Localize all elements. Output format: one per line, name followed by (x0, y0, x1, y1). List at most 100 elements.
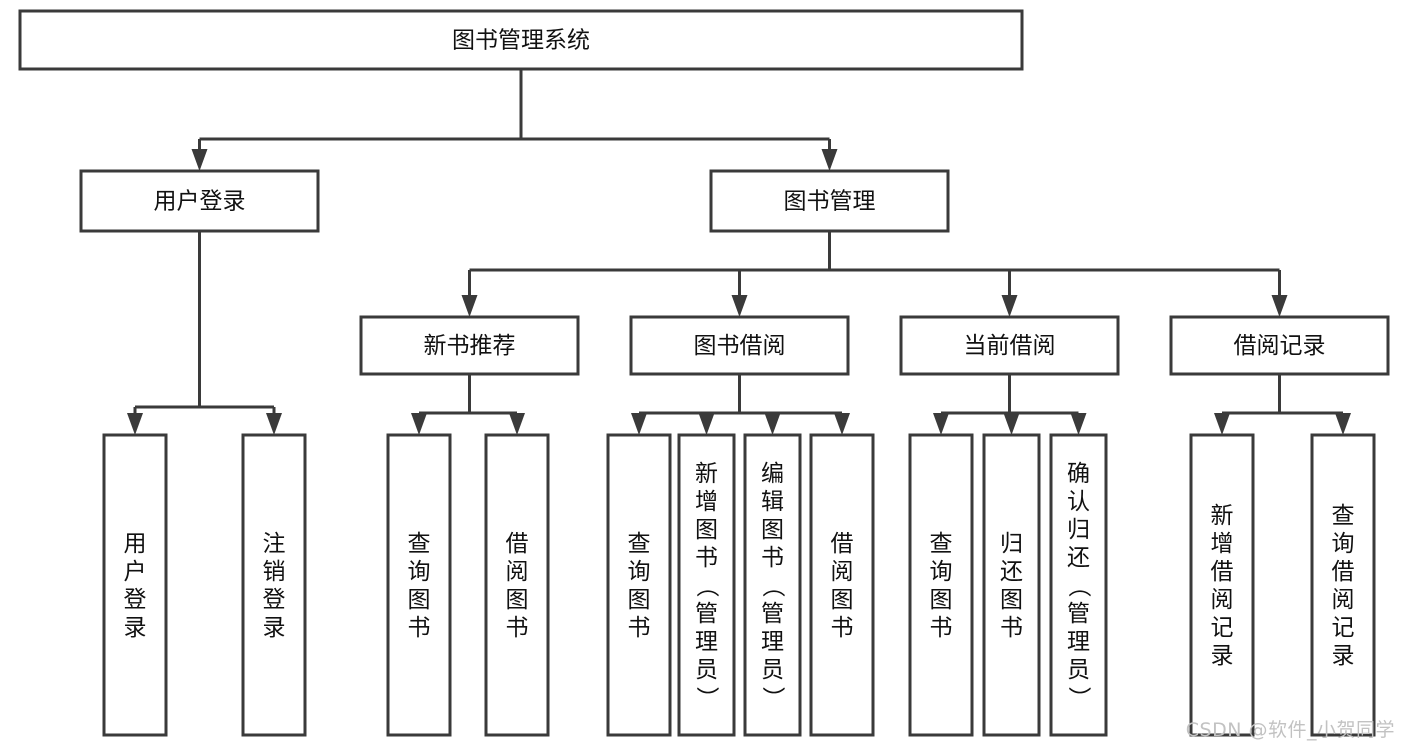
arrow-head-icon-leaf-add-book (698, 413, 715, 435)
node-leaf-user-login[interactable]: 用户登录 (102, 433, 168, 737)
node-root[interactable]: 图书管理系统 (18, 9, 1024, 71)
node-book-borrow[interactable]: 图书借阅 (629, 315, 850, 376)
svg-text:查: 查 (408, 531, 431, 557)
svg-text:员: 员 (1067, 657, 1090, 683)
node-label-user-login: 用户登录 (154, 189, 246, 215)
arrow-head-icon-leaf-logout (266, 413, 282, 435)
svg-text:员: 员 (695, 657, 718, 683)
svg-text:员: 员 (761, 657, 784, 683)
arrow-head-icon-leaf-query-book-current (933, 413, 949, 435)
svg-text:书: 书 (628, 615, 651, 641)
svg-text:查: 查 (1332, 503, 1355, 529)
node-box-new-book-recommend (359, 315, 580, 376)
svg-text:查: 查 (930, 531, 953, 557)
svg-text:）: ） (694, 686, 720, 709)
arrow-head-icon-leaf-borrow-book-rec (509, 413, 525, 435)
svg-text:还: 还 (1067, 545, 1090, 571)
svg-text:借: 借 (1332, 559, 1355, 585)
node-box-leaf-user-login (102, 433, 168, 737)
node-book-management[interactable]: 图书管理 (709, 169, 950, 233)
arrow-head-icon-leaf-return-book (1003, 413, 1020, 435)
node-new-book-recommend[interactable]: 新书推荐 (359, 315, 580, 376)
node-label-current-borrow: 当前借阅 (964, 333, 1056, 359)
node-box-leaf-query-book-current (908, 433, 974, 737)
svg-text:辑: 辑 (761, 489, 784, 515)
node-label-book-borrow: 图书借阅 (694, 333, 786, 359)
svg-text:理: 理 (1067, 629, 1090, 655)
node-label-root: 图书管理系统 (452, 28, 590, 54)
svg-text:图: 图 (506, 587, 529, 613)
arrow-head-icon-leaf-add-record (1214, 413, 1230, 435)
svg-text:询: 询 (1332, 531, 1355, 557)
arrow-head-icon-leaf-query-record (1335, 413, 1351, 435)
svg-text:管: 管 (695, 601, 718, 627)
node-box-leaf-add-record (1189, 433, 1255, 737)
arrow-head-icon-leaf-confirm-return (1070, 413, 1087, 435)
svg-text:书: 书 (506, 615, 529, 641)
node-label-leaf-user-login: 用户登录 (124, 531, 147, 641)
svg-text:书: 书 (1000, 615, 1023, 641)
svg-text:查: 查 (628, 531, 651, 557)
node-box-book-management (709, 169, 950, 233)
svg-text:用: 用 (124, 531, 147, 557)
svg-text:图: 图 (831, 587, 854, 613)
svg-text:增: 增 (695, 489, 718, 515)
node-box-leaf-return-book (982, 433, 1041, 737)
node-label-new-book-recommend: 新书推荐 (424, 333, 516, 359)
node-label-book-management: 图书管理 (784, 189, 876, 215)
svg-text:销: 销 (263, 559, 286, 585)
svg-text:理: 理 (761, 629, 784, 655)
arrow-head-icon-book-borrow (731, 295, 748, 317)
svg-text:图: 图 (930, 587, 953, 613)
node-user-login[interactable]: 用户登录 (79, 169, 320, 233)
svg-text:认: 认 (1067, 489, 1090, 515)
svg-text:书: 书 (930, 615, 953, 641)
svg-text:增: 增 (1211, 531, 1234, 557)
node-box-borrow-record (1169, 315, 1390, 376)
node-box-leaf-confirm-return (1049, 433, 1108, 737)
svg-text:（: （ (694, 574, 720, 597)
node-borrow-record[interactable]: 借阅记录 (1169, 315, 1390, 376)
arrow-head-icon-leaf-borrow-book (834, 413, 850, 435)
svg-text:询: 询 (628, 559, 651, 585)
node-label-borrow-record: 借阅记录 (1234, 333, 1326, 359)
node-box-leaf-query-record (1310, 433, 1376, 737)
arrow-head-icon-leaf-edit-book (764, 413, 781, 435)
arrow-head-icon-book-management (821, 149, 838, 171)
svg-text:书: 书 (408, 615, 431, 641)
node-box-book-borrow (629, 315, 850, 376)
svg-text:图: 图 (1000, 587, 1023, 613)
svg-text:借: 借 (1211, 559, 1234, 585)
svg-text:管: 管 (761, 601, 784, 627)
node-current-borrow[interactable]: 当前借阅 (899, 315, 1120, 376)
arrow-head-icon-borrow-record (1271, 295, 1288, 317)
node-box-leaf-edit-book (743, 433, 802, 737)
node-box-leaf-logout (241, 433, 307, 737)
svg-text:登: 登 (263, 587, 286, 613)
svg-text:阅: 阅 (1211, 587, 1234, 613)
svg-text:录: 录 (1332, 643, 1355, 669)
arrow-head-icon-new-book-recommend (461, 295, 478, 317)
svg-text:登: 登 (124, 587, 147, 613)
